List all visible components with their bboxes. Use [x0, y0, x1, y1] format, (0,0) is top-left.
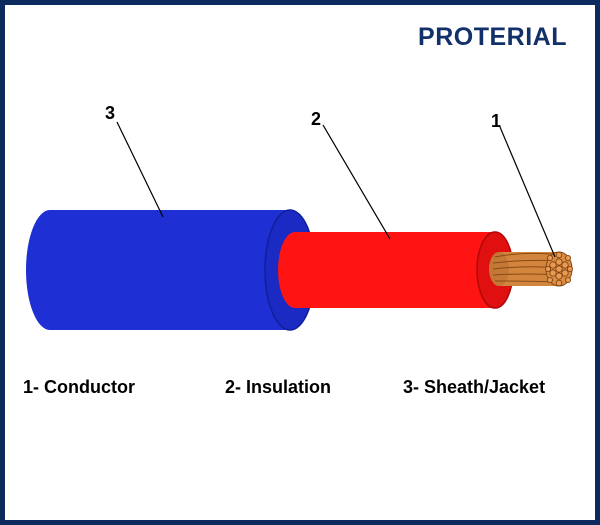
callout-leader-lines [116, 121, 556, 258]
conductor-strand-ends [545, 251, 574, 287]
callout-2: 2 [311, 109, 321, 129]
leader-line-1 [499, 126, 556, 258]
leader-line-2 [322, 124, 391, 240]
insulation [278, 231, 514, 309]
legend-conductor: 1- Conductor [23, 377, 135, 397]
sheath-back-end [26, 210, 74, 330]
sheath-jacket [26, 209, 316, 331]
callout-1: 1 [491, 111, 501, 131]
conductor [489, 251, 574, 287]
legend-insulation: 2- Insulation [225, 377, 332, 397]
cable-diagram: 3 2 1 [26, 103, 574, 331]
sheath-body [50, 210, 290, 330]
insulation-body [295, 232, 495, 308]
callout-3: 3 [105, 103, 115, 123]
legend-sheath-jacket: 3- Sheath/Jacket [403, 377, 546, 397]
leader-line-3 [116, 121, 164, 218]
insulation-back-end [278, 232, 312, 308]
brand-logo: PROTERIAL [418, 23, 567, 51]
conductor-back-end [489, 252, 509, 286]
